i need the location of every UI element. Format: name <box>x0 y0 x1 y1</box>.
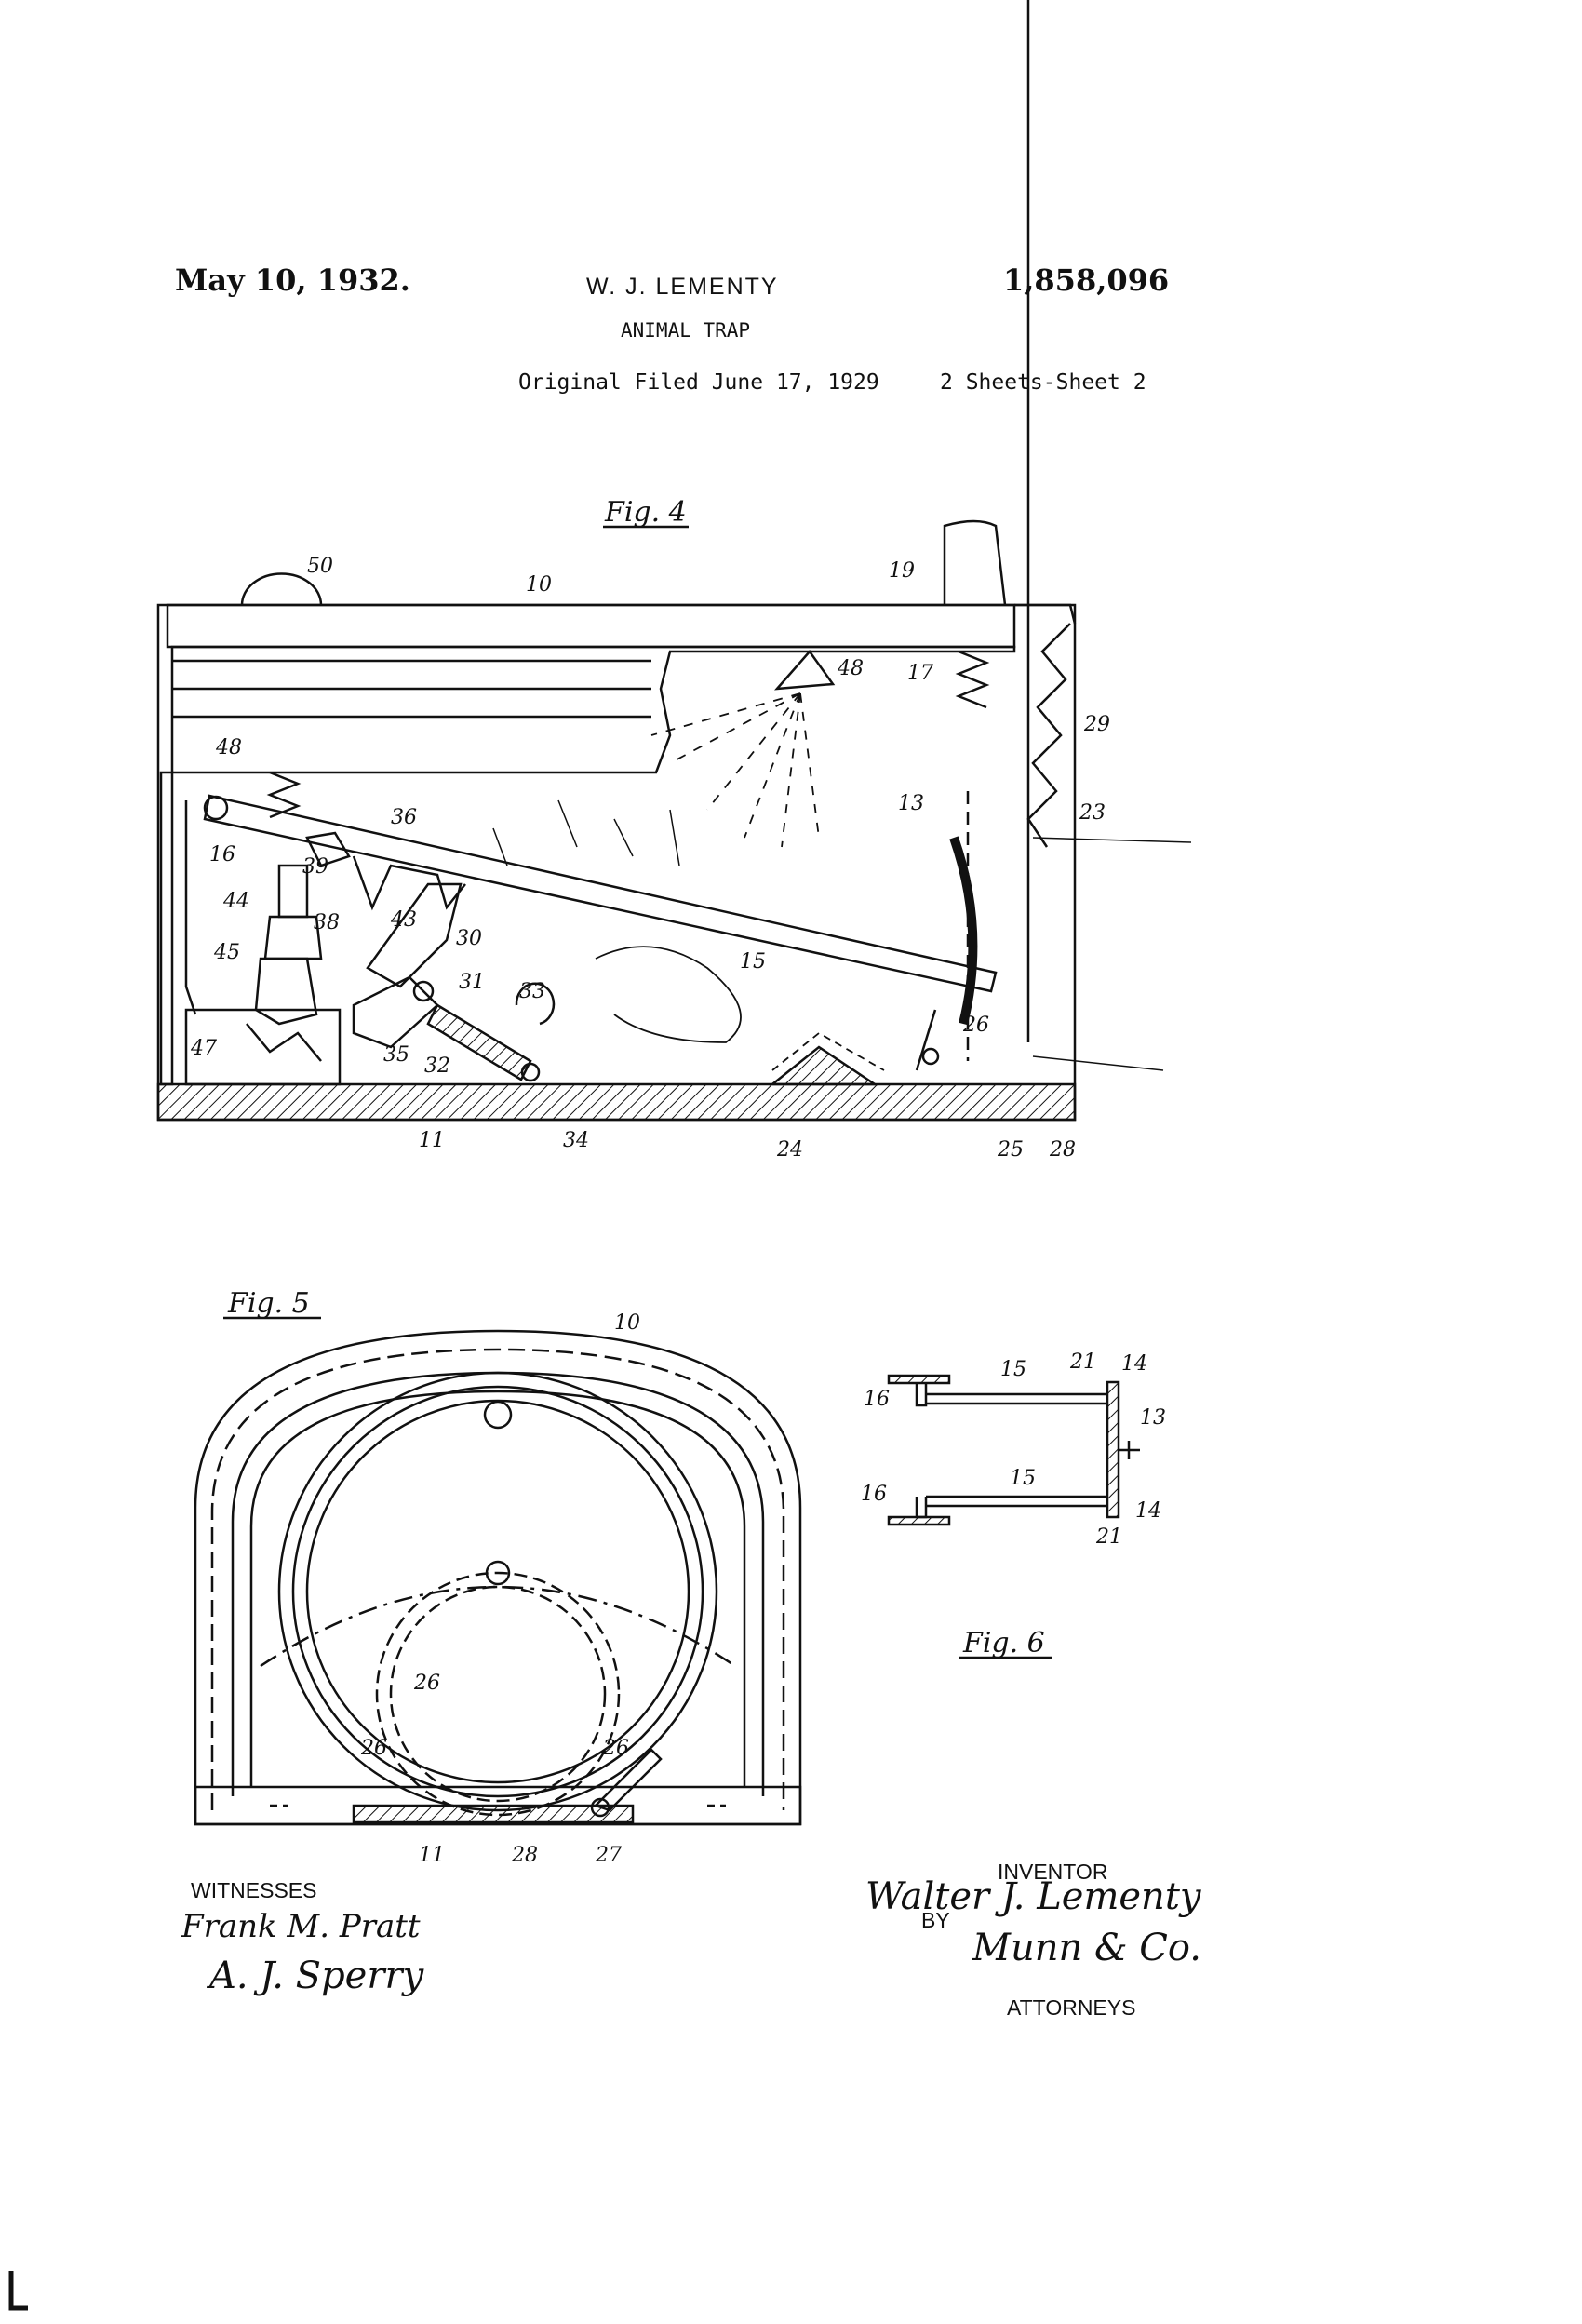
inventor-name: W. J. LEMENTY <box>586 274 779 300</box>
fig4-label: 25 <box>997 1138 1024 1162</box>
inventor-label: INVENTOR <box>998 1860 1108 1884</box>
fig4-label: 32 <box>424 1055 450 1078</box>
sheet-count: 2 Sheets-Sheet 2 <box>940 370 1146 395</box>
fig4-label: 33 <box>519 980 545 1003</box>
witness-signature-2: A. J. Sperry <box>209 1955 424 1997</box>
fig5-label: 11 <box>419 1844 445 1867</box>
fig4-caption: Fig. 4 <box>604 496 687 529</box>
corner-mark <box>8 2271 28 2311</box>
fig4-label: 43 <box>390 908 417 932</box>
fig4-label: 28 <box>1049 1138 1076 1162</box>
attorneys-label: ATTORNEYS <box>1007 1995 1136 2020</box>
fig4-label: 15 <box>740 950 766 974</box>
witnesses-label: WITNESSES <box>191 1878 317 1902</box>
fig6-label: 21 <box>1069 1350 1096 1374</box>
fig4-label: 47 <box>190 1037 217 1060</box>
fig6-drawing: Fig. 6 15 21 14 16 13 15 16 14 21 <box>861 1350 1166 1659</box>
fig6-label: 14 <box>1121 1352 1147 1376</box>
fig4-label: 17 <box>907 662 933 685</box>
fig4-label: 45 <box>213 941 240 964</box>
fig5-caption: Fig. 5 <box>227 1287 310 1320</box>
patent-date: May 10, 1932. <box>175 262 410 298</box>
fig4-label: 35 <box>383 1043 409 1067</box>
fig4-label: 13 <box>898 792 924 815</box>
fig6-label: 21 <box>1095 1525 1122 1549</box>
filing-date: Original Filed June 17, 1929 <box>518 370 879 395</box>
fig4-label: 31 <box>459 971 485 994</box>
fig4-label: 38 <box>314 911 340 934</box>
fig5-label: 26 <box>413 1672 440 1695</box>
fig5-label: 26 <box>602 1737 629 1760</box>
fig6-label: 15 <box>1000 1358 1026 1381</box>
fig5-drawing: Fig. 5 10 26 26 26 11 28 27 <box>194 1287 802 1867</box>
fig6-label: 16 <box>861 1483 887 1506</box>
fig4-label: 24 <box>776 1138 803 1162</box>
fig4-label: 10 <box>526 573 552 597</box>
fig4-label: 23 <box>1079 801 1106 825</box>
fig4-label: 50 <box>307 555 333 578</box>
fig5-label: 26 <box>360 1737 387 1760</box>
fig4-label: 36 <box>391 806 417 829</box>
fig4-label: 48 <box>837 657 864 680</box>
fig4-drawing: Fig. 4 <box>156 0 1192 1162</box>
fig4-label: 39 <box>302 855 328 879</box>
fig6-label: 16 <box>864 1388 890 1411</box>
fig5-label: 28 <box>511 1844 538 1867</box>
fig4-label: 34 <box>563 1129 589 1152</box>
fig6-label: 13 <box>1140 1406 1166 1430</box>
fig4-label: 30 <box>456 927 482 950</box>
attorney-signature: Munn & Co. <box>972 1927 1201 1969</box>
patent-number: 1,858,096 <box>1003 262 1170 298</box>
fig5-label: 10 <box>614 1311 640 1335</box>
fig6-label: 15 <box>1010 1467 1036 1490</box>
fig5-label: 27 <box>595 1844 622 1867</box>
fig4-label: 29 <box>1083 713 1110 736</box>
fig4-label: 11 <box>419 1129 445 1152</box>
fig4-label: 26 <box>962 1014 989 1037</box>
fig4-label: 16 <box>209 843 235 866</box>
patent-title: ANIMAL TRAP <box>621 319 751 342</box>
witness-signature-1: Frank M. Pratt <box>181 1908 421 1945</box>
fig4-label: 48 <box>215 736 242 759</box>
inventor-signature: Walter J. Lementy <box>865 1875 1201 1918</box>
fig4-label: 19 <box>889 559 915 583</box>
fig6-label: 14 <box>1135 1499 1161 1523</box>
by-label: BY <box>921 1908 950 1932</box>
fig4-label: 44 <box>222 890 249 913</box>
fig6-caption: Fig. 6 <box>962 1627 1045 1659</box>
